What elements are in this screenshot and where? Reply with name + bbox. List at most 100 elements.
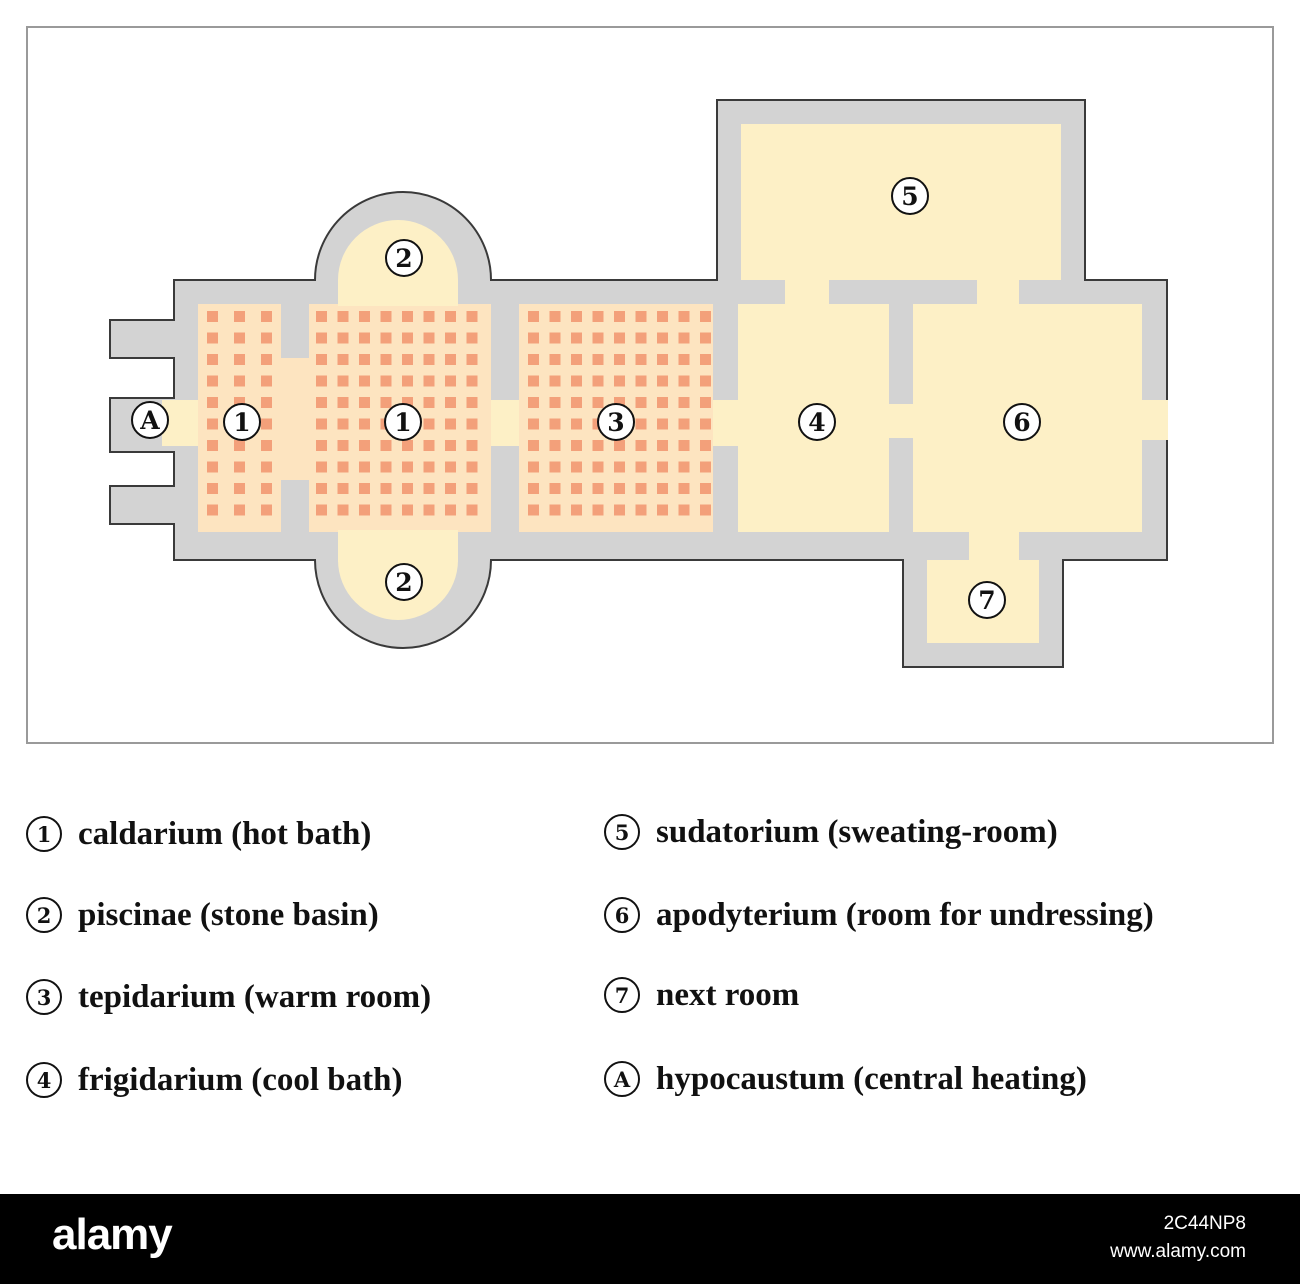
caldarium-main-tile [316,504,327,516]
legend-item-tepidarium: 3 tepidarium (warm room) [26,975,431,1019]
caldarium-main-tile [423,311,435,322]
caldarium-main-tile [337,332,349,344]
marker-next-room: 7 [968,581,1006,619]
tepidarium-tile [614,311,625,322]
tepidarium-tile [700,375,711,387]
caldarium-main-tile [445,332,456,344]
caldarium-main-tile [402,332,413,344]
caldarium-main-tile [359,375,370,387]
tepidarium-tile [571,483,582,494]
tepidarium-tile [700,504,711,516]
caldarium-west-tile [207,397,218,408]
tepidarium-tile [614,375,625,387]
svg-text:A: A [139,406,160,435]
caldarium-main-tile [316,440,327,451]
caldarium-west-tile [207,461,218,473]
legend-label: next room [656,976,800,1013]
caldarium-west-tile [261,332,272,344]
marker-hypocaustum: A [131,401,169,439]
caldarium-west-tile [261,461,272,473]
caldarium-main-tile [466,375,478,387]
caldarium-main-tile [466,483,478,494]
tepidarium-tile [657,418,668,430]
tepidarium-tile [700,354,711,365]
caldarium-main-tile [445,397,456,408]
caldarium-west-tile [261,504,272,516]
tepidarium-tile [614,440,625,451]
inner-walls-layer [829,280,977,532]
caldarium-main-tile [402,461,413,473]
caldarium-main-tile [359,311,370,322]
caldarium-main-tile [337,483,349,494]
caldarium-main-tile [402,375,413,387]
tepidarium-tile [528,311,539,322]
tepidarium-tile [571,461,582,473]
caldarium-main-tile [402,440,413,451]
caldarium-west-tile [234,461,245,473]
tepidarium-tile [528,504,539,516]
tepidarium-tile [528,418,539,430]
tepidarium-tile [549,375,561,387]
tepidarium-tile [571,397,582,408]
caldarium-main-tile [423,397,435,408]
caldarium-main-tile [445,483,456,494]
caldarium-main-tile [466,418,478,430]
caldarium-main-tile [316,483,327,494]
tepidarium-tile [571,375,582,387]
svg-text:6: 6 [1013,408,1030,437]
tepidarium-tile [635,311,647,322]
caldarium-west-tile [261,440,272,451]
marker-piscina-south: 2 [385,563,423,601]
tepidarium-tile [678,483,690,494]
caldarium-west-tile [234,354,245,365]
caldarium-main-tile [337,354,349,365]
caldarium-main-tile [466,440,478,451]
caldarium-main-tile [316,461,327,473]
caldarium-main-tile [445,461,456,473]
caldarium-main-tile [423,418,435,430]
caldarium-main-tile [445,354,456,365]
tepidarium-tile [592,375,604,387]
tepidarium-tile [549,397,561,408]
marker-tepidarium: 3 [597,403,635,441]
caldarium-main-tile [380,311,392,322]
tepidarium-tile [678,354,690,365]
tepidarium-tile [592,504,604,516]
piscina-north-rect [338,280,458,306]
caldarium-main-tile [380,483,392,494]
legend-item-hypocaustum: A hypocaustum (central heating) [604,1057,1087,1101]
caldarium-main-tile [466,461,478,473]
tepidarium-tile [528,483,539,494]
wall-4-6-lower [889,438,913,532]
caldarium-west-tile [207,440,218,451]
caldarium-main-tile [380,375,392,387]
tepidarium-tile [700,311,711,322]
caldarium-main-tile [337,418,349,430]
svg-text:3: 3 [607,408,624,437]
caldarium-main-tile [423,375,435,387]
caldarium-main-tile [466,311,478,322]
tepidarium-tile [571,504,582,516]
watermark-url: www.alamy.com [1110,1241,1246,1262]
tepidarium-tile [592,354,604,365]
marker-sudatorium: 5 [891,177,929,215]
legend-marker: 7 [604,977,640,1013]
piscina-south-rect [338,530,458,562]
tepidarium-tile [592,461,604,473]
caldarium-main-tile [380,354,392,365]
legend-marker: 1 [26,816,62,852]
legend-item-apodyterium: 6 apodyterium (room for undressing) [604,893,1154,937]
tepidarium-tile [700,332,711,344]
tepidarium-tile [549,332,561,344]
caldarium-west-tile [207,375,218,387]
tepidarium-tile [528,397,539,408]
tepidarium-tile [571,418,582,430]
caldarium-main-tile [380,332,392,344]
caldarium-main-tile [359,461,370,473]
svg-text:4: 4 [808,408,825,437]
caldarium-main-tile [359,440,370,451]
caldarium-west-tile [207,354,218,365]
floor-plan: A 1 1 2 2 3 4 [109,99,1168,668]
tepidarium-tile [549,440,561,451]
legend-item-frigidarium: 4 frigidarium (cool bath) [26,1058,402,1102]
